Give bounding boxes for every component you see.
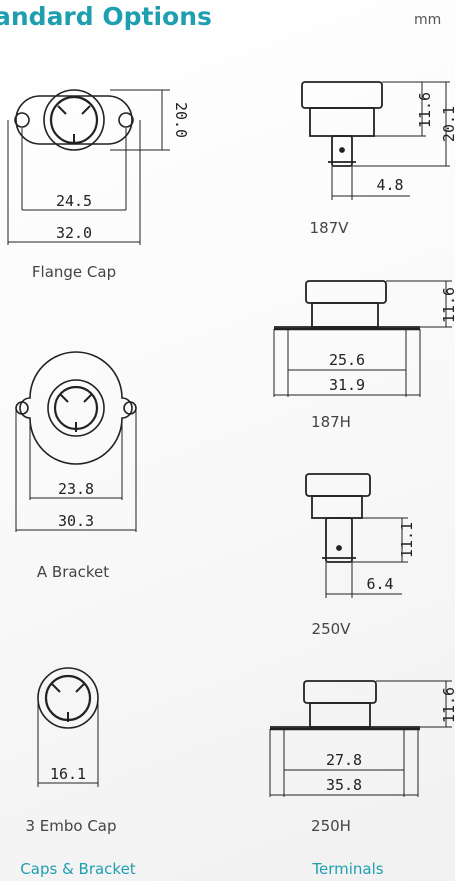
embo-cap-label: 3 Embo Cap bbox=[25, 817, 117, 835]
250v-body-top bbox=[305, 473, 371, 497]
a-bracket-ring bbox=[47, 379, 105, 437]
250h-dim-outer: 35.8 bbox=[326, 776, 362, 794]
a-bracket-label: A Bracket bbox=[36, 563, 110, 581]
187v-dim-total: 20.1 bbox=[440, 106, 455, 142]
flange-dim-inner: 24.5 bbox=[56, 192, 92, 210]
terminal-187v-drawing: 11.6 20.1 4.8 bbox=[301, 81, 455, 200]
flange-cap-drawing: 24.5 32.0 20.0 bbox=[7, 89, 190, 245]
terminal-250v-label: 250V bbox=[311, 620, 351, 638]
terminal-250h-drawing: 11.6 27.8 35.8 bbox=[269, 680, 455, 797]
terminal-250h-label: 250H bbox=[311, 817, 351, 835]
250v-dim-tab-height: 11.1 bbox=[398, 522, 416, 558]
250h-dim-height: 11.6 bbox=[440, 687, 455, 723]
terminal-250v-drawing: 11.1 6.4 bbox=[305, 473, 416, 598]
187v-dim-tab: 4.8 bbox=[376, 176, 403, 194]
flange-hole-left bbox=[14, 112, 30, 128]
187v-body bbox=[309, 107, 375, 137]
flange-dim-outer: 32.0 bbox=[56, 224, 92, 242]
section-caps-bracket: Caps & Bracket bbox=[20, 860, 136, 878]
flange-dim-height: 20.0 bbox=[172, 102, 190, 138]
187v-dim-body: 11.6 bbox=[416, 92, 434, 128]
187v-tab bbox=[331, 135, 353, 167]
187v-body-top bbox=[301, 81, 383, 109]
terminal-187h-label: 187H bbox=[311, 413, 351, 431]
flange-cap-label: Flange Cap bbox=[31, 263, 117, 281]
250h-body-top bbox=[303, 680, 377, 704]
embo-cap-drawing: 16.1 bbox=[37, 667, 99, 787]
250h-body bbox=[309, 702, 371, 728]
flange-cap-ring bbox=[43, 89, 105, 151]
a-bracket-drawing: 23.8 30.3 bbox=[15, 351, 137, 532]
a-bracket-dim-inner: 23.8 bbox=[58, 480, 94, 498]
250v-body bbox=[311, 495, 363, 519]
187h-body bbox=[311, 302, 379, 328]
terminal-187h-drawing: 11.6 25.6 31.9 bbox=[273, 280, 455, 397]
250v-tab bbox=[325, 517, 353, 563]
terminal-187v-label: 187V bbox=[309, 219, 349, 237]
250v-dim-tab: 6.4 bbox=[366, 575, 393, 593]
187h-dim-outer: 31.9 bbox=[329, 376, 365, 394]
a-bracket-outline bbox=[19, 351, 133, 465]
187h-body-top bbox=[305, 280, 387, 304]
flange-outline bbox=[15, 95, 133, 145]
a-bracket-dim-outer: 30.3 bbox=[58, 512, 94, 530]
250h-dim-inner: 27.8 bbox=[326, 751, 362, 769]
187h-dim-height: 11.6 bbox=[440, 287, 455, 323]
187h-dim-inner: 25.6 bbox=[329, 351, 365, 369]
flange-hole-right bbox=[118, 112, 134, 128]
section-terminals: Terminals bbox=[312, 860, 384, 878]
unit-label: mm bbox=[414, 12, 442, 28]
embo-cap-dim-width: 16.1 bbox=[50, 765, 86, 783]
page-title: andard Options bbox=[0, 2, 212, 31]
